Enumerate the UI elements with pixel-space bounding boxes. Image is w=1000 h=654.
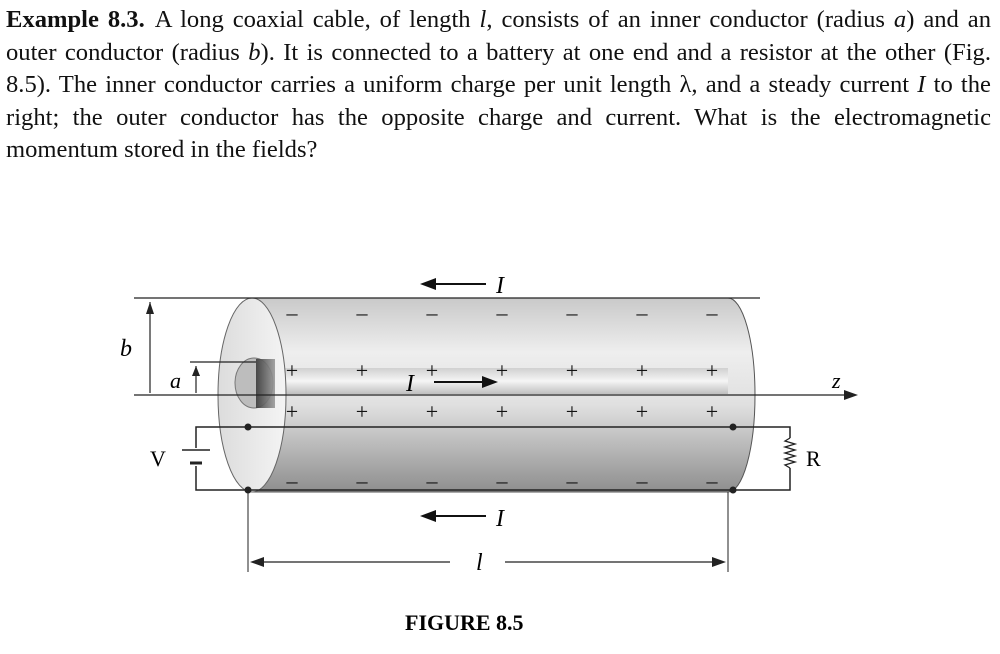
positive-charge-lower: +	[566, 399, 578, 424]
positive-charge-lower: +	[356, 399, 368, 424]
negative-charge-bottom: –	[636, 468, 649, 493]
negative-charge-bottom: –	[566, 468, 579, 493]
label-radius-b: b	[120, 336, 132, 362]
math-variable: l	[479, 6, 487, 33]
negative-charge-top: –	[286, 300, 299, 325]
label-radius-a: a	[170, 368, 181, 393]
battery-icon	[182, 449, 210, 465]
positive-charge-upper: +	[286, 358, 298, 383]
negative-charge-top: –	[496, 300, 509, 325]
label-outer-current-bottom: I	[495, 506, 505, 532]
math-variable: I	[917, 71, 926, 99]
positive-charge-upper: +	[426, 358, 438, 383]
text-run: ). It is connected to a battery at one e…	[6, 38, 991, 99]
inner-current-arrow	[434, 376, 498, 388]
example-label: Example 8.3.	[6, 6, 145, 33]
negative-charge-top: –	[566, 300, 579, 325]
resistor-icon	[782, 437, 798, 469]
label-outer-current-top: I	[495, 273, 505, 299]
text-run: to the right; the outer conductor has th…	[6, 71, 991, 164]
positive-charge-upper: +	[566, 358, 578, 383]
positive-charge-lower: +	[426, 399, 438, 424]
positive-charge-upper: +	[356, 358, 368, 383]
negative-charge-bottom: –	[286, 468, 299, 493]
label-resistor: R	[806, 446, 821, 471]
positive-charge-upper: +	[496, 358, 508, 383]
positive-charge-lower: +	[496, 399, 508, 424]
positive-charge-upper: +	[706, 358, 718, 383]
math-variable: b	[248, 38, 261, 66]
positive-charge-lower: +	[286, 399, 298, 424]
label-battery: V	[150, 446, 166, 471]
negative-charge-bottom: –	[496, 468, 509, 493]
math-variable: a	[893, 6, 907, 33]
text-run: , consists of an inner conductor (radius	[486, 6, 894, 33]
outer-current-arrow-bottom	[420, 510, 486, 522]
positive-charge-lower: +	[706, 399, 718, 424]
negative-charge-bottom: –	[356, 468, 369, 493]
positive-charge-upper: +	[636, 358, 648, 383]
negative-charge-bottom: –	[706, 468, 719, 493]
problem-text: A long coaxial cable, of length l, consi…	[6, 6, 991, 163]
negative-charge-top: –	[426, 300, 439, 325]
label-inner-current: I	[405, 371, 415, 397]
outer-current-arrow-top	[420, 278, 486, 290]
label-length: l	[476, 550, 483, 576]
text-run: ) and an outer conductor (radius	[6, 6, 991, 66]
problem-statement: Example 8.3.A long coaxial cable, of len…	[6, 4, 991, 167]
negative-charge-top: –	[636, 300, 649, 325]
negative-charge-top: –	[706, 300, 719, 325]
inner-conductor-shadow	[256, 359, 275, 408]
text-run: A long coaxial cable, of length	[154, 6, 480, 33]
charge-markers: – + + – – + + – – + + – – + + – – + + – – + + – – + + –	[286, 300, 719, 493]
negative-charge-bottom: –	[426, 468, 439, 493]
figure-caption: FIGURE 8.5	[405, 610, 524, 635]
negative-charge-top: –	[356, 300, 369, 325]
label-z-axis: z	[831, 368, 841, 393]
positive-charge-lower: +	[636, 399, 648, 424]
